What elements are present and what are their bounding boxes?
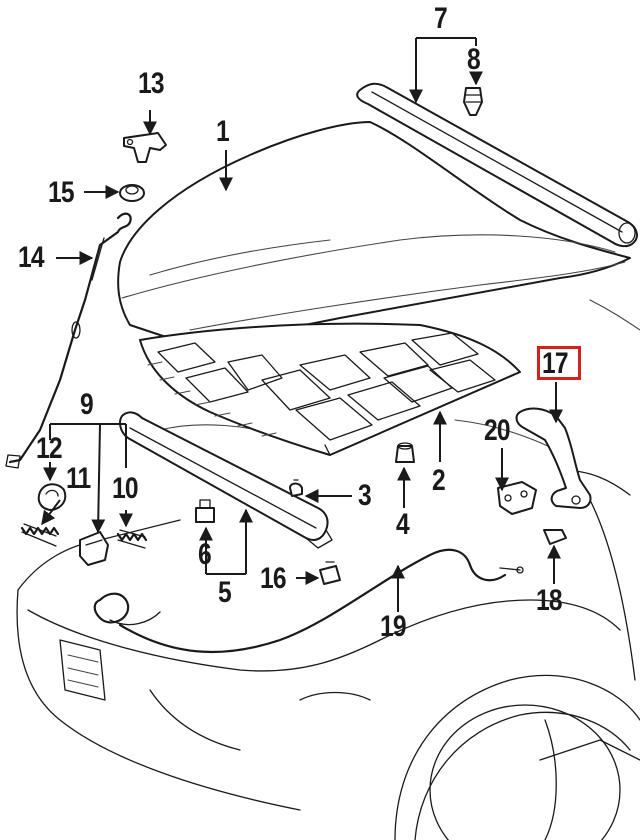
hinge-bracket xyxy=(497,481,537,515)
callout-7: 7 xyxy=(434,2,448,35)
callout-17: 17 xyxy=(542,347,569,380)
hood-hinge xyxy=(515,407,592,509)
latch-spring xyxy=(116,529,148,549)
release-cable xyxy=(93,548,524,654)
bolt-6 xyxy=(195,499,215,523)
grommet xyxy=(119,184,145,202)
callout-6: 6 xyxy=(198,538,212,571)
callout-11: 11 xyxy=(66,462,91,495)
seal-clip xyxy=(463,87,483,116)
callout-16: 16 xyxy=(260,562,287,595)
callout-8: 8 xyxy=(467,43,481,76)
lock-spring xyxy=(20,523,60,547)
rod-holder xyxy=(123,132,167,163)
callout-20: 20 xyxy=(484,414,511,447)
callout-9: 9 xyxy=(80,388,94,421)
callout-4: 4 xyxy=(396,508,410,541)
clip-3 xyxy=(289,479,303,497)
clip-16 xyxy=(319,561,341,585)
callout-2: 2 xyxy=(432,464,446,497)
front-seal xyxy=(119,411,333,549)
hood-insulator xyxy=(139,322,521,456)
cushion-4 xyxy=(395,442,415,463)
hood-panel xyxy=(117,121,631,346)
hood-latch xyxy=(79,531,109,566)
hood-bumper xyxy=(543,529,567,545)
callout-19: 19 xyxy=(380,610,407,643)
callout-13: 13 xyxy=(138,67,165,100)
hood-support-rod xyxy=(5,212,132,469)
callout-3: 3 xyxy=(358,479,372,512)
callout-1: 1 xyxy=(216,115,230,148)
hood-seal-strip xyxy=(356,82,638,248)
callout-5: 5 xyxy=(218,576,232,609)
callout-15: 15 xyxy=(48,176,75,209)
callout-10: 10 xyxy=(112,472,139,505)
callout-14: 14 xyxy=(18,241,45,274)
car-body-outline xyxy=(16,299,640,840)
highlight-box-17 xyxy=(537,346,581,380)
leader-lines xyxy=(41,37,563,612)
callout-12: 12 xyxy=(36,432,63,465)
hood-lock xyxy=(37,483,67,511)
callout-18: 18 xyxy=(536,584,563,617)
